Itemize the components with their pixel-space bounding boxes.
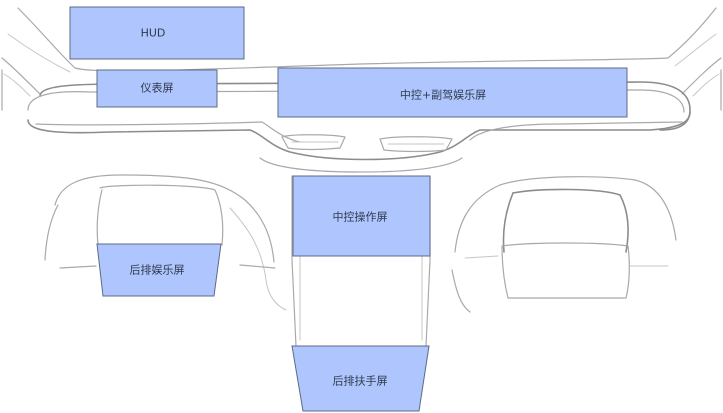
screen-center-passenger-box [277,67,628,118]
screen-center-control-label: 中控操作屏 [333,210,388,224]
screen-hud-box [69,6,245,60]
screen-center-control-box [292,175,431,257]
screen-rear-entertainment-box [96,243,222,297]
screen-hud-label: HUD [141,27,166,40]
screen-rear-armrest-label: 后排扶手屏 [333,374,388,388]
screen-rear-entertainment-label: 后排娱乐屏 [130,263,185,277]
screen-instrument: 仪表屏 [96,69,218,108]
car-interior-outline [1,7,722,347]
screen-center-passenger-label: 中控+副驾娱乐屏 [400,88,486,102]
screen-center-control: 中控操作屏 [292,175,431,257]
screen-hud: HUD [69,6,245,60]
screen-instrument-box [96,69,218,108]
screen-rear-entertainment: 后排娱乐屏 [96,243,222,297]
screen-rear-armrest: 后排扶手屏 [291,345,430,412]
screen-instrument-label: 仪表屏 [141,81,174,95]
screen-center-passenger: 中控+副驾娱乐屏 [277,67,628,118]
screen-rear-armrest-box [291,345,430,412]
